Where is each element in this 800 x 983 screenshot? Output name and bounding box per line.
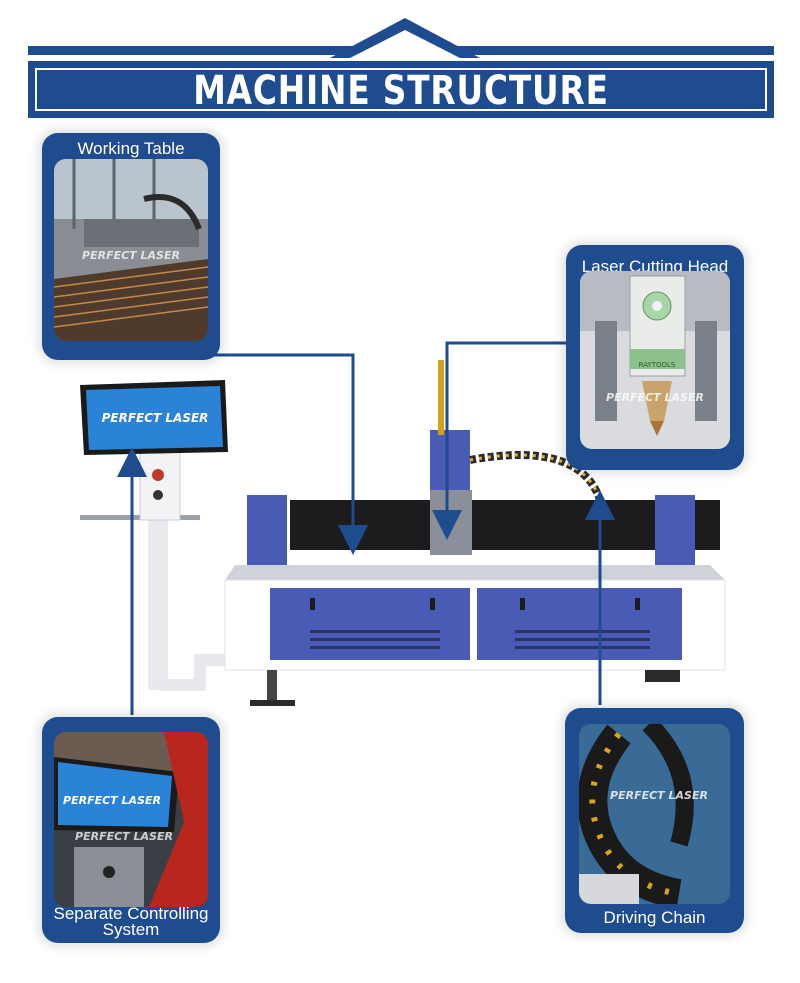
banner-inner-border <box>35 68 767 111</box>
watermark-controlling: PERFECT LASER <box>75 830 173 843</box>
card-laser-head: Laser Cutting Head RAYTOOLS PERFECT LASE… <box>566 245 744 470</box>
watermark-working-table: PERFECT LASER <box>82 249 180 262</box>
photo-working-table: PERFECT LASER <box>54 159 208 341</box>
console-stand <box>148 515 168 690</box>
card-label-working-table: Working Table <box>77 139 185 158</box>
machine-foot-left <box>250 700 295 706</box>
screen-logo-controlling: PERFECT LASER <box>63 794 161 807</box>
connector-working-table <box>210 353 368 555</box>
card-controlling-system: PERFECT LASER PERFECT LASER Separate Con… <box>42 717 220 943</box>
fiber-cable <box>438 360 444 435</box>
photo-laser-head: RAYTOOLS PERFECT LASER <box>580 271 730 449</box>
banner-roof <box>330 18 480 58</box>
emergency-button <box>152 469 164 481</box>
machine-foot-right <box>645 670 680 682</box>
nozzle-brand: RAYTOOLS <box>639 361 676 369</box>
card-working-table: Working Table PERFECT LASER <box>42 133 220 360</box>
banner-box: MACHINE STRUCTURE <box>28 61 774 118</box>
watermark-laser-head: PERFECT LASER <box>606 391 704 404</box>
card-label-controlling-line1: Separate Controlling <box>53 904 209 923</box>
watermark-driving-chain: PERFECT LASER <box>610 789 708 802</box>
card-label-driving-chain: Driving Chain <box>603 908 706 927</box>
card-label-controlling-line2: System <box>102 920 160 939</box>
panel-handles <box>310 598 640 610</box>
card-driving-chain: PERFECT LASER Driving Chain <box>565 708 744 933</box>
monitor-screen <box>86 386 223 450</box>
right-gantry-end <box>655 495 695 565</box>
vent-slots <box>310 630 650 649</box>
connector-laser-head <box>432 341 570 540</box>
machine-leg-left <box>267 670 277 700</box>
monitor-logo: PERFECT LASER <box>102 411 209 425</box>
photo-controlling-system: PERFECT LASER PERFECT LASER <box>54 732 208 907</box>
page-title: MACHINE STRUCTURE <box>193 68 609 114</box>
left-gantry-end <box>247 495 287 565</box>
console-knob <box>153 490 163 500</box>
photo-driving-chain: PERFECT LASER <box>579 724 730 904</box>
